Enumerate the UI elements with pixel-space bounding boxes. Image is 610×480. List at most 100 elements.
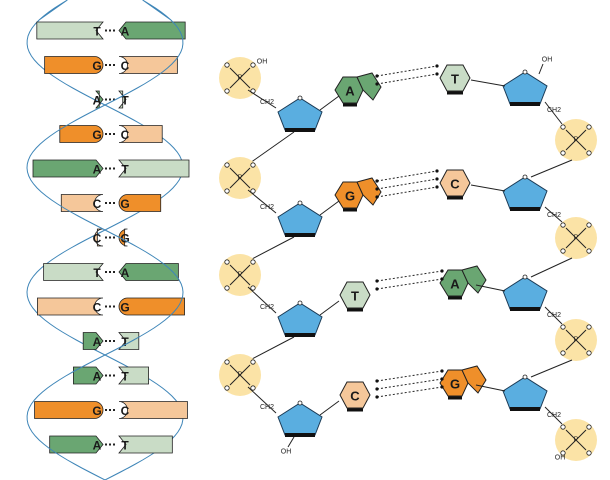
ring-oxygen xyxy=(522,69,528,75)
phosphate-sugar-bond xyxy=(247,386,277,414)
helix-base-right xyxy=(118,297,185,316)
oxygen-atom xyxy=(250,285,256,291)
phosphate-bond xyxy=(239,374,251,386)
glycosidic-bond xyxy=(319,200,340,216)
ring-oxygen xyxy=(297,400,303,406)
oh-label-phosphate: OH xyxy=(555,455,566,462)
helix-base-label: G xyxy=(92,404,101,418)
helix-base-label: G xyxy=(120,232,129,246)
phosphate-bond xyxy=(229,274,241,286)
sugar-ring xyxy=(502,71,548,105)
helix-base-left xyxy=(82,332,104,350)
helix-base-left xyxy=(34,401,104,419)
helix-base-label: T xyxy=(121,370,129,384)
helix-base-left xyxy=(44,56,104,74)
base-label: G xyxy=(450,377,460,392)
phosphorus-label: P xyxy=(238,175,243,182)
oxygen-atom xyxy=(560,324,566,330)
helix-base-label: C xyxy=(121,128,130,142)
bond-dot xyxy=(435,64,439,68)
helix-base-left xyxy=(49,435,104,454)
phosphate-bond xyxy=(239,167,251,179)
helix-base-label: C xyxy=(93,197,102,211)
helix-base-label: G xyxy=(92,59,101,73)
sugar-ring xyxy=(277,402,323,436)
base-label: C xyxy=(450,177,460,192)
helix-base-left xyxy=(94,228,104,247)
oxygen-atom xyxy=(560,350,566,356)
phosphorus-label: P xyxy=(574,137,579,144)
oxygen-atom xyxy=(586,424,592,430)
oh-label-phosphate: OH xyxy=(257,59,268,66)
helix-base-label: T xyxy=(121,439,129,453)
oxygen-atom xyxy=(224,359,230,365)
left-phosphate: P xyxy=(219,157,261,199)
oxygen-atom xyxy=(250,62,256,68)
right-base: G xyxy=(439,365,487,400)
ch2-label: CH2 xyxy=(260,304,274,311)
helix-base-right xyxy=(118,194,162,212)
right-phosphate: P xyxy=(555,319,597,361)
helix-base-right xyxy=(118,228,128,247)
phosphate-sugar-bond xyxy=(544,406,563,425)
right-phosphate: P xyxy=(555,217,597,259)
phosphate-sugar-bond xyxy=(247,286,277,314)
helix-base-label: G xyxy=(92,128,101,142)
oxygen-atom xyxy=(224,385,230,391)
phosphate-bond xyxy=(239,77,251,89)
left-phosphate: P xyxy=(219,354,261,396)
ch2-label: CH2 xyxy=(547,212,561,219)
phosphate-bond xyxy=(229,77,241,89)
phosphate-bond xyxy=(575,339,587,351)
phosphate-sugar-bond xyxy=(247,89,277,109)
base-label: T xyxy=(351,289,359,304)
sugar-ring xyxy=(502,176,548,210)
helix-base-left xyxy=(36,21,104,40)
ch2-label: CH2 xyxy=(260,204,274,211)
oxygen-atom xyxy=(560,150,566,156)
helix-base-right xyxy=(118,366,149,385)
phosphate-bond xyxy=(229,67,241,79)
ring-oxygen xyxy=(297,200,303,206)
oxygen-atom xyxy=(250,359,256,365)
phosphate-sugar-bond xyxy=(544,101,563,125)
hydrogen-bond xyxy=(376,386,443,398)
left-base: A xyxy=(334,72,382,107)
ch2-label: CH2 xyxy=(547,312,561,319)
bond-dot xyxy=(440,369,444,373)
hydrogen-bond xyxy=(376,378,443,390)
phosphate-bond xyxy=(239,364,251,376)
helix-base-label: A xyxy=(93,94,102,108)
base-label: T xyxy=(451,72,459,87)
bond-dot xyxy=(375,395,379,399)
bond-dot xyxy=(375,287,379,291)
oxygen-atom xyxy=(560,424,566,430)
helix-base-label: T xyxy=(93,25,101,39)
phosphate-bond xyxy=(575,439,587,451)
glycosidic-bond xyxy=(475,284,506,292)
right-phosphate: P xyxy=(555,119,597,161)
phosphate-bond xyxy=(565,237,577,249)
left-base: C xyxy=(339,381,371,412)
helix-base-label: G xyxy=(120,197,129,211)
oxygen-atom xyxy=(586,450,592,456)
phosphate-bond xyxy=(239,264,251,276)
phosphate-bond xyxy=(565,129,577,141)
phosphate-bond xyxy=(229,264,241,276)
bond-dot xyxy=(435,185,439,189)
helix-base-right xyxy=(118,21,186,40)
left-sugar xyxy=(277,95,323,132)
left-base: T xyxy=(339,281,371,312)
base-label: G xyxy=(345,189,355,204)
helix-base-label: T xyxy=(121,335,129,349)
oxygen-atom xyxy=(224,62,230,68)
right-base: C xyxy=(439,169,471,200)
hydrogen-bond xyxy=(376,370,443,382)
bond-dot xyxy=(435,177,439,181)
helix-base-left xyxy=(37,297,104,316)
